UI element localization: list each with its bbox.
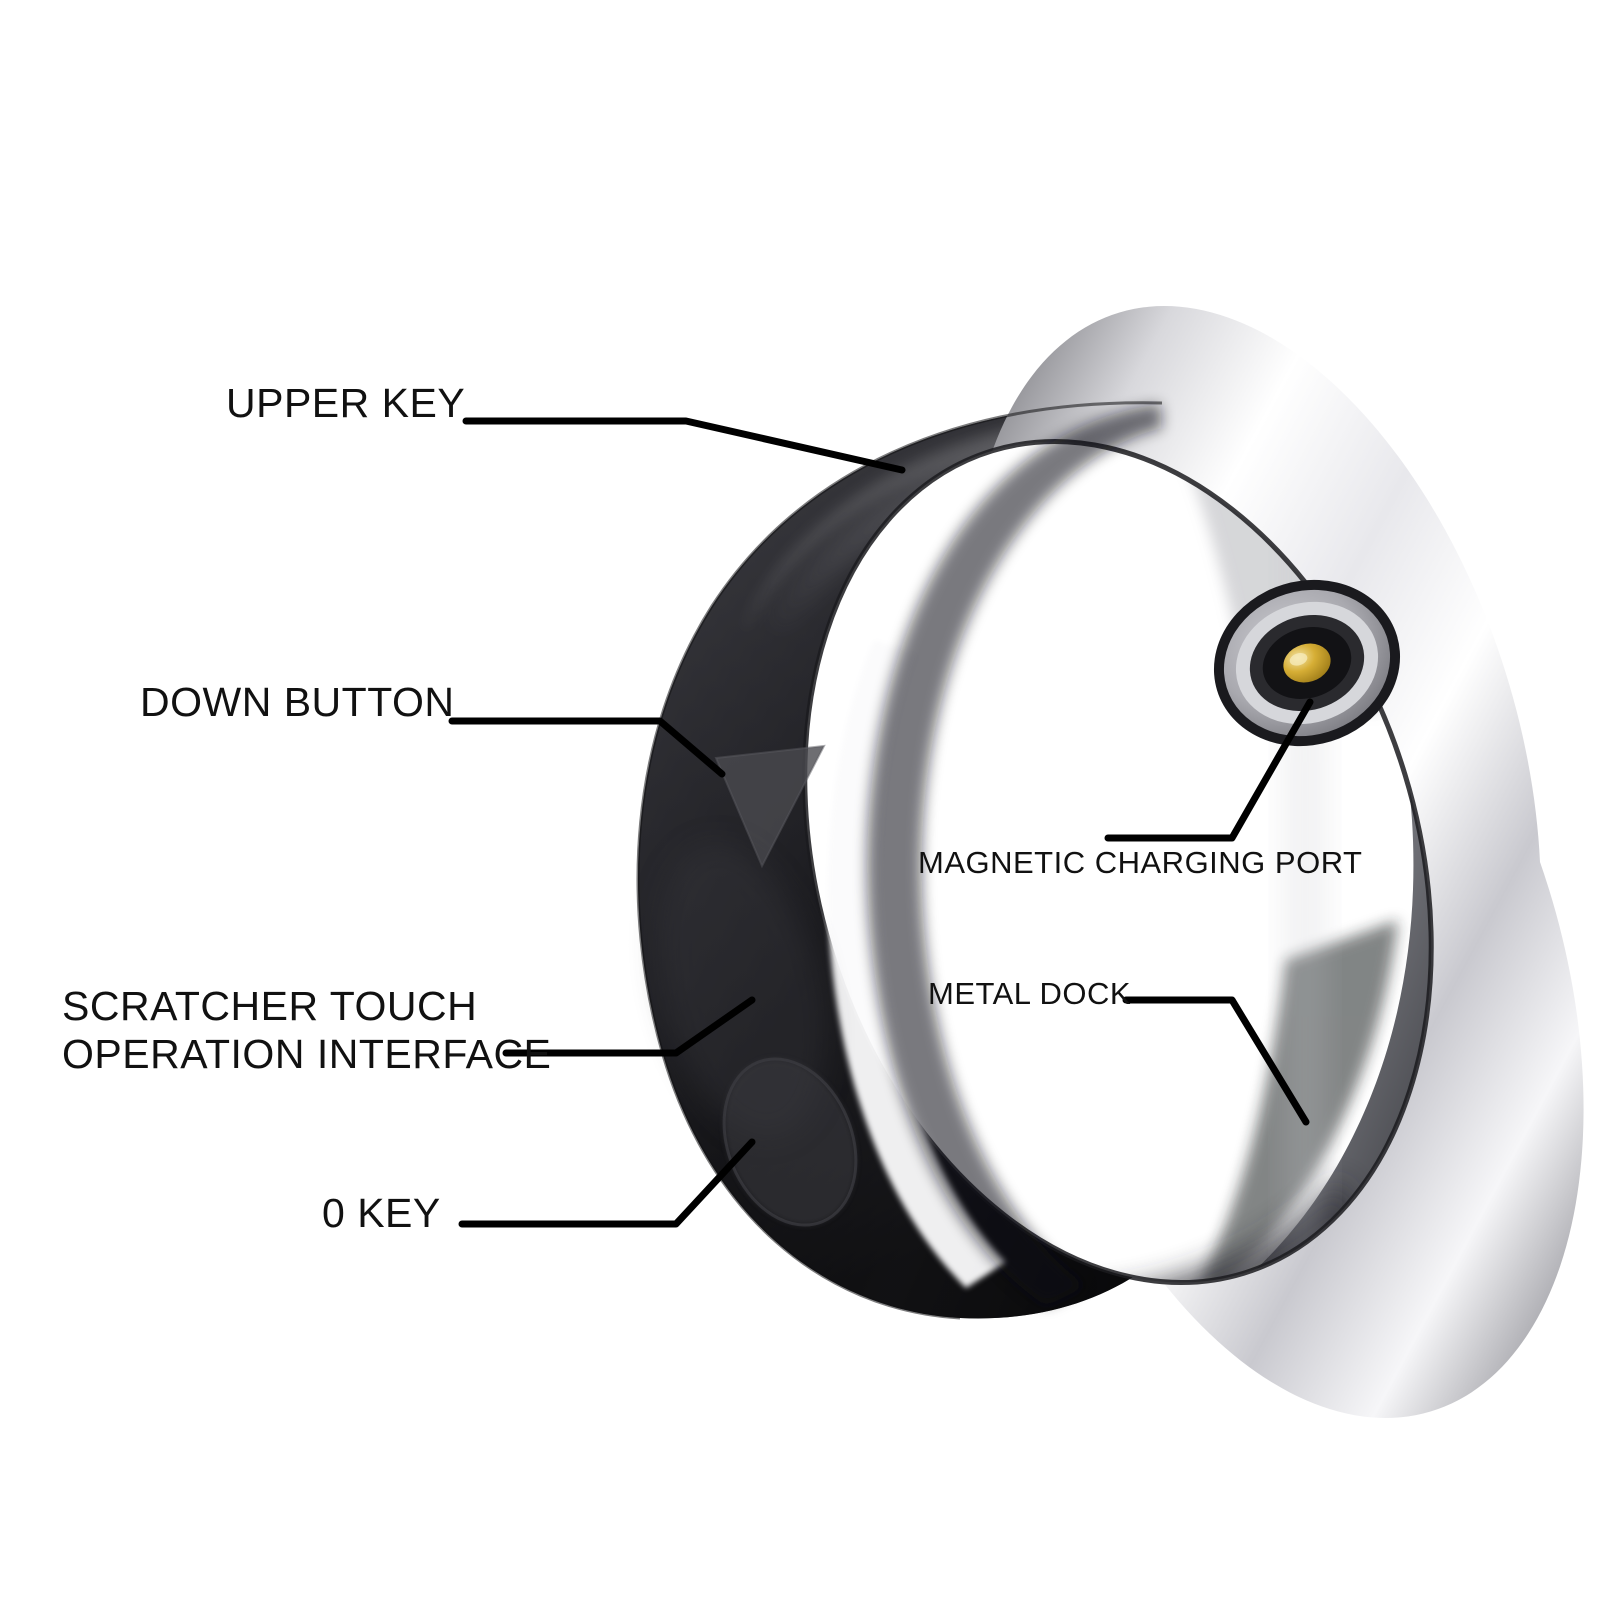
- magnetic-charging-port[interactable]: [1193, 557, 1421, 769]
- label-scratcher-line-1: SCRATCHER TOUCH: [62, 983, 478, 1029]
- leader-metal-dock: [1122, 996, 1310, 1126]
- leader-upper-key: [462, 417, 906, 474]
- leader-scratcher: [502, 996, 756, 1057]
- band-rim-seam: [867, 404, 1162, 1306]
- label-scratcher-touch: SCRATCHER TOUCH OPERATION INTERFACE: [62, 982, 551, 1079]
- label-down-button: DOWN BUTTON: [140, 679, 455, 725]
- band-outer-contour: [636, 401, 1163, 1320]
- leader-zero-key: [458, 1138, 756, 1228]
- label-metal-dock: METAL DOCK: [928, 976, 1132, 1011]
- label-magnetic-charging-port: MAGNETIC CHARGING PORT: [918, 845, 1363, 880]
- label-zero-key: 0 KEY: [322, 1190, 441, 1236]
- label-upper-key: UPPER KEY: [226, 380, 466, 426]
- label-scratcher-line-2: OPERATION INTERFACE: [62, 1031, 552, 1078]
- leader-down-button: [448, 717, 726, 778]
- scratcher-touch-area[interactable]: [630, 826, 854, 1155]
- callout-leader-lines: [448, 417, 1314, 1228]
- leader-magnetic: [1104, 698, 1314, 842]
- down-button-marker[interactable]: [714, 744, 826, 869]
